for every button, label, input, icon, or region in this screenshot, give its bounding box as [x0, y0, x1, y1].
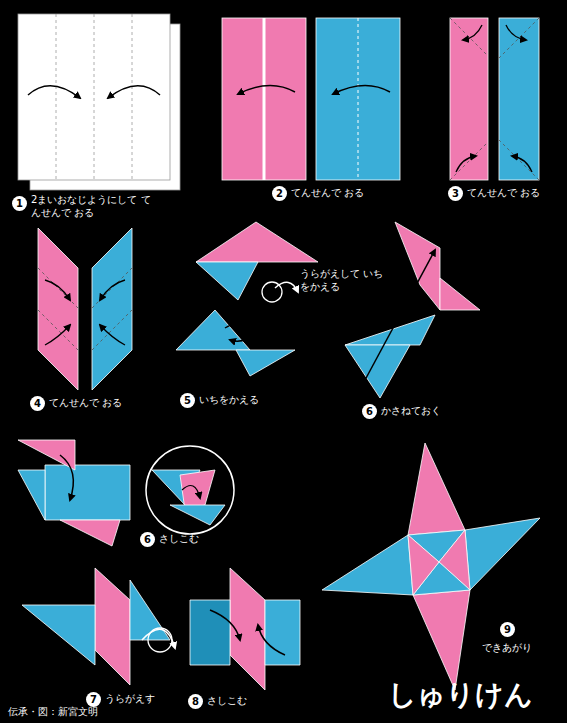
step-text: できあがり — [482, 642, 562, 655]
step-number: 4 — [30, 396, 45, 411]
title: しゅりけん — [388, 676, 533, 714]
step-number: 6 — [362, 404, 377, 419]
step-number: 2 — [272, 186, 287, 201]
step-number: 9 — [500, 622, 515, 637]
step-text: 伝承・図：新宮文明 — [8, 706, 208, 719]
step-text: てんせんで おる — [467, 187, 557, 200]
step-text: 2まいおなじようにして てんせんで おる — [31, 194, 151, 219]
step-text: いちをかえる — [199, 394, 289, 407]
step-text: うらがえす — [105, 693, 175, 706]
step-number: 5 — [180, 393, 195, 408]
step-number: 3 — [448, 186, 463, 201]
step-text: さしこむ — [159, 533, 239, 546]
step-text: かさねておく — [381, 405, 471, 418]
step-text: うらがえして いちをかえる — [300, 268, 386, 293]
step-text: てんせんで おる — [49, 397, 139, 410]
step-number: 6 — [140, 532, 155, 547]
step-number: 8 — [188, 694, 203, 709]
step-number: 7 — [86, 692, 101, 707]
step-number: 1 — [12, 196, 27, 211]
step-text: さしこむ — [207, 695, 277, 708]
step-text: てんせんで おる — [291, 187, 381, 200]
